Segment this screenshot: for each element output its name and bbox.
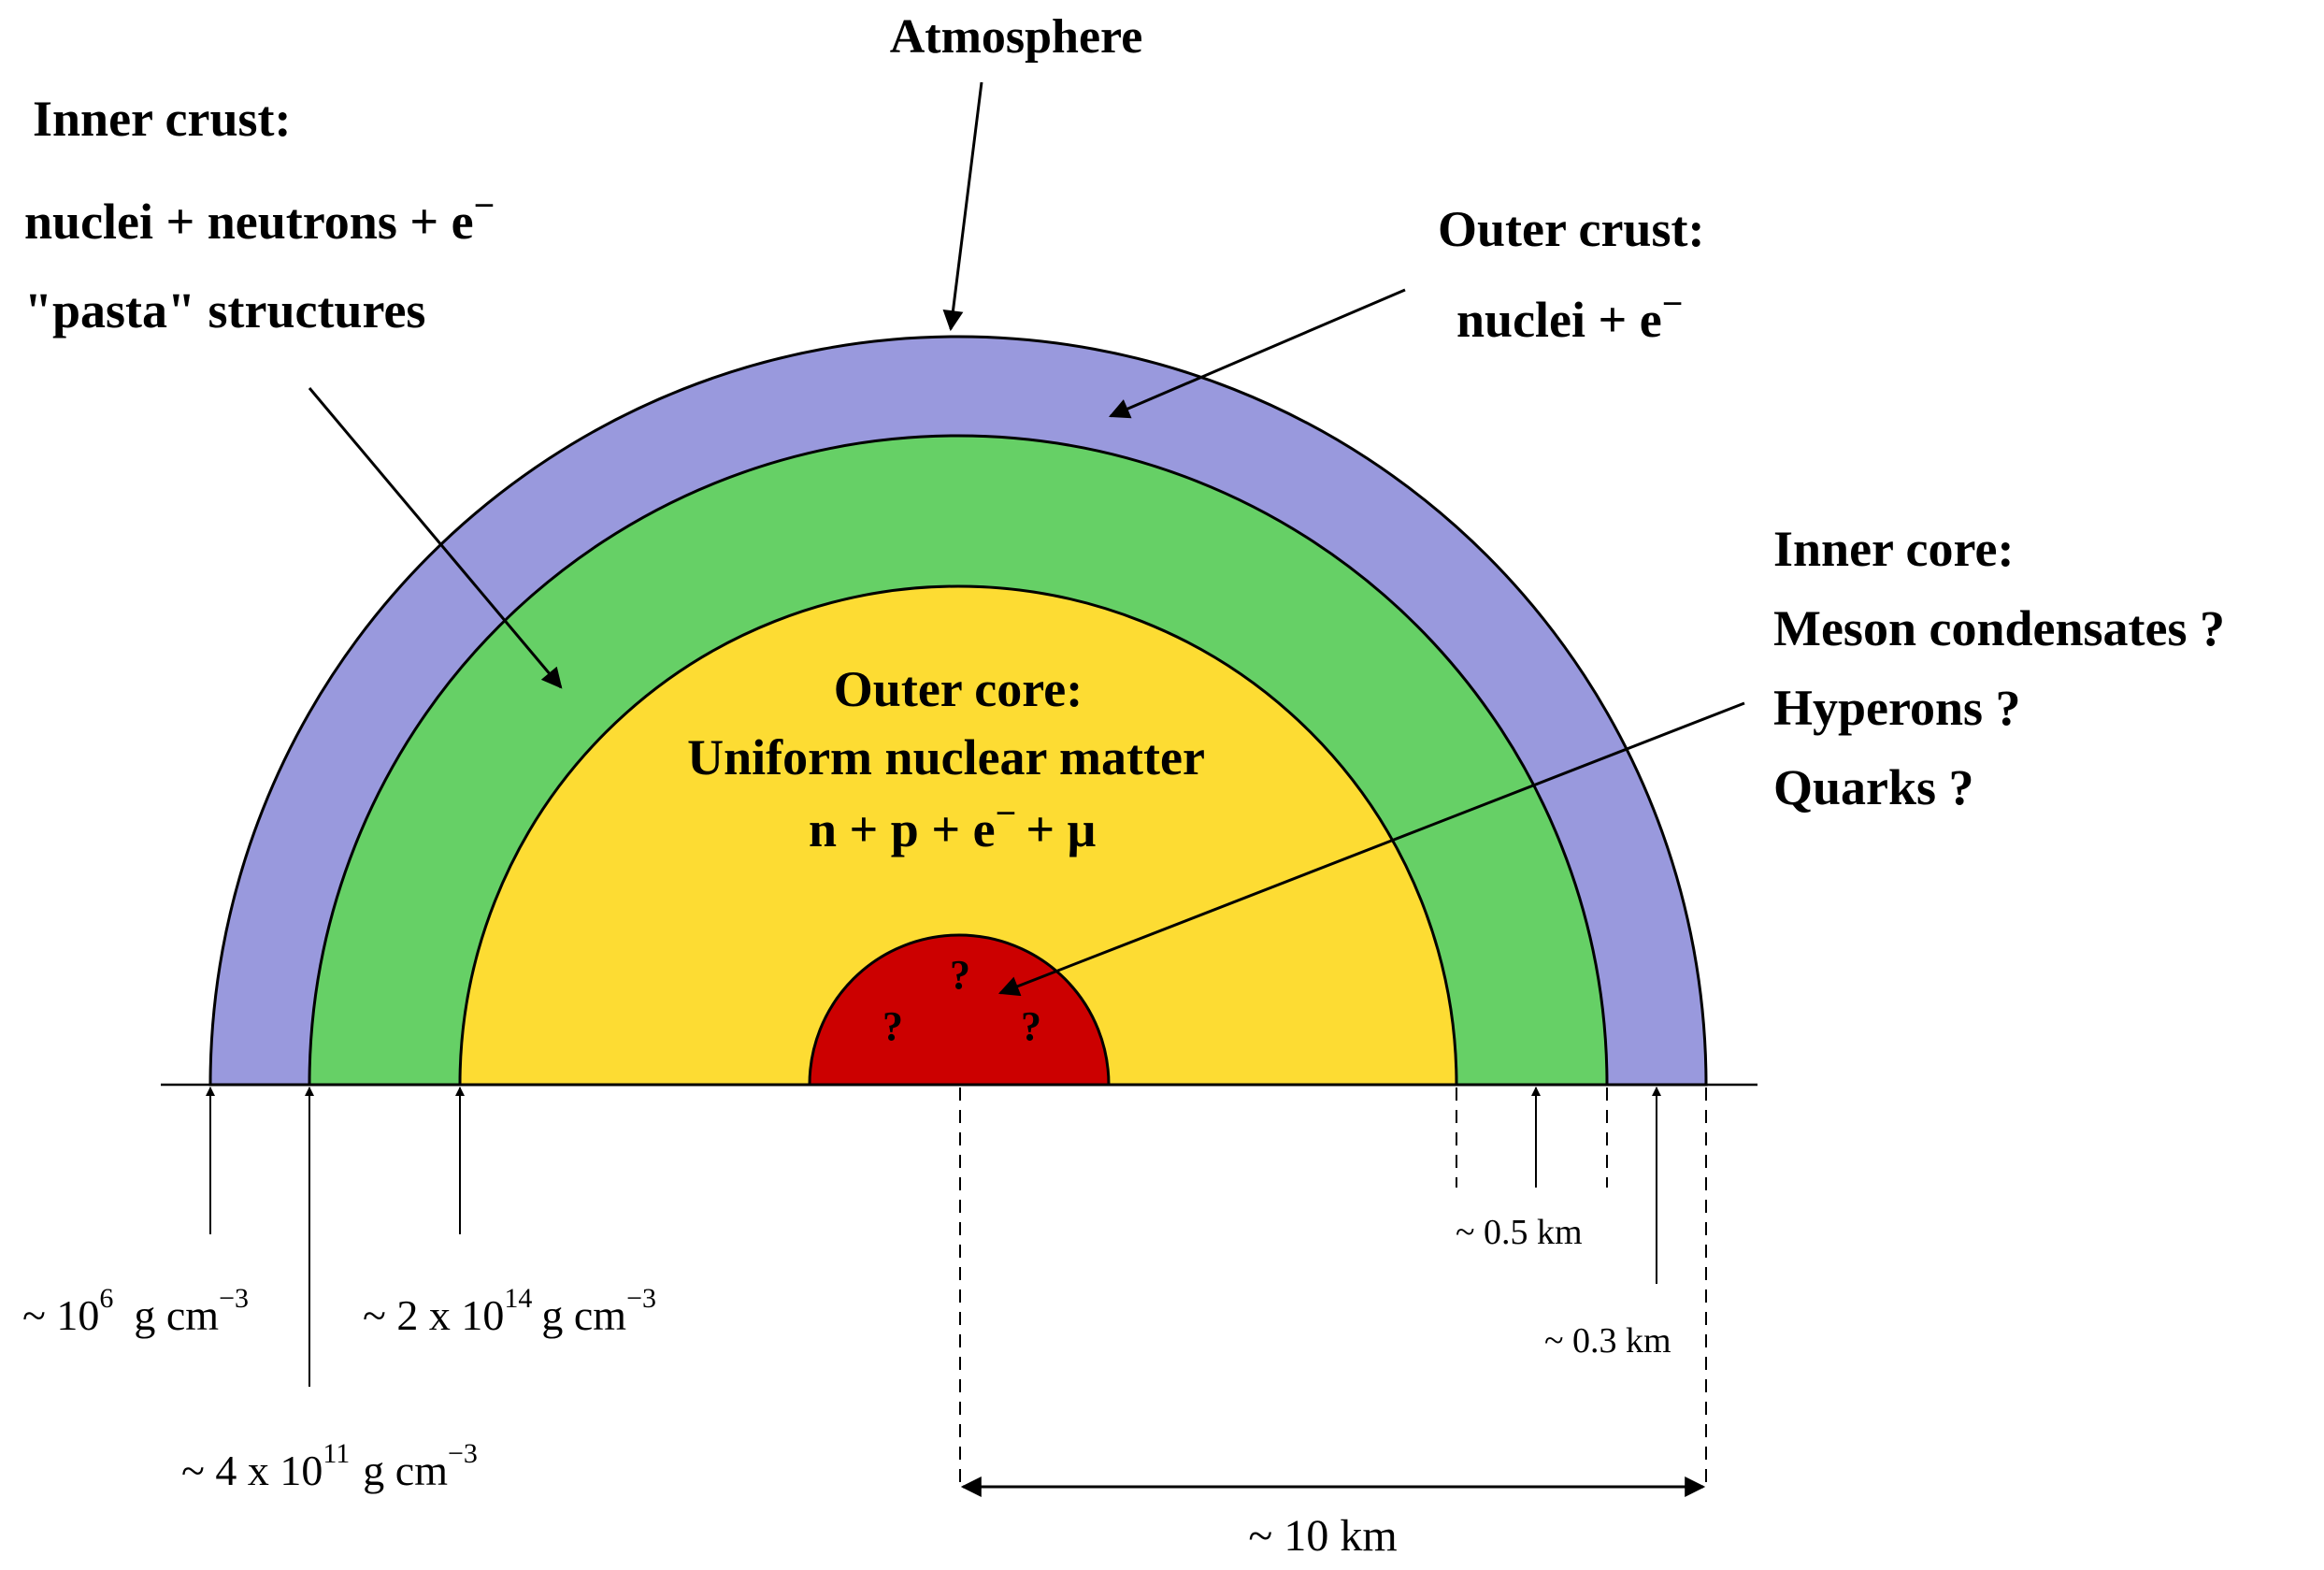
question-mark-right: ? xyxy=(1021,1003,1041,1049)
inner-core-title: Inner core: xyxy=(1773,521,2014,577)
outer-crust-title: Outer crust: xyxy=(1438,201,1704,257)
question-mark-top: ? xyxy=(950,952,970,998)
outer-core-line2: n + p + e−+ μ xyxy=(809,792,1096,857)
inner-core-line1: Meson condensates ? xyxy=(1773,600,2225,656)
outer-crust-line1: nuclei + e− xyxy=(1456,282,1684,348)
atmosphere-label: Atmosphere xyxy=(890,10,1143,64)
inner-crust-thickness-label: ~ 0.5 km xyxy=(1456,1213,1583,1252)
inner-core-layer xyxy=(808,933,1111,1087)
outer-core-line1: Uniform nuclear matter xyxy=(687,729,1205,785)
inner-core-arrow xyxy=(997,701,1745,997)
outer-core-layer xyxy=(458,584,1458,1087)
inner-core-line3: Quarks ? xyxy=(1773,759,1974,815)
outer-core-title: Outer core: xyxy=(834,661,1083,717)
atmosphere-arrow xyxy=(942,81,983,332)
inner-crust-arrow xyxy=(308,387,563,689)
inner-core-line2: Hyperons ? xyxy=(1773,680,2021,736)
radius-label: ~ 10 km xyxy=(1248,1511,1397,1561)
inner-crust-line2: "pasta" structures xyxy=(24,282,425,338)
inner-crust-line1: nuclei + neutrons + e− xyxy=(24,184,495,250)
outer-crust-thickness-label: ~ 0.3 km xyxy=(1544,1321,1671,1361)
outer-crust-arrow xyxy=(1108,288,1406,419)
question-mark-left: ? xyxy=(882,1003,903,1049)
inner-crust-title: Inner crust: xyxy=(33,91,292,147)
